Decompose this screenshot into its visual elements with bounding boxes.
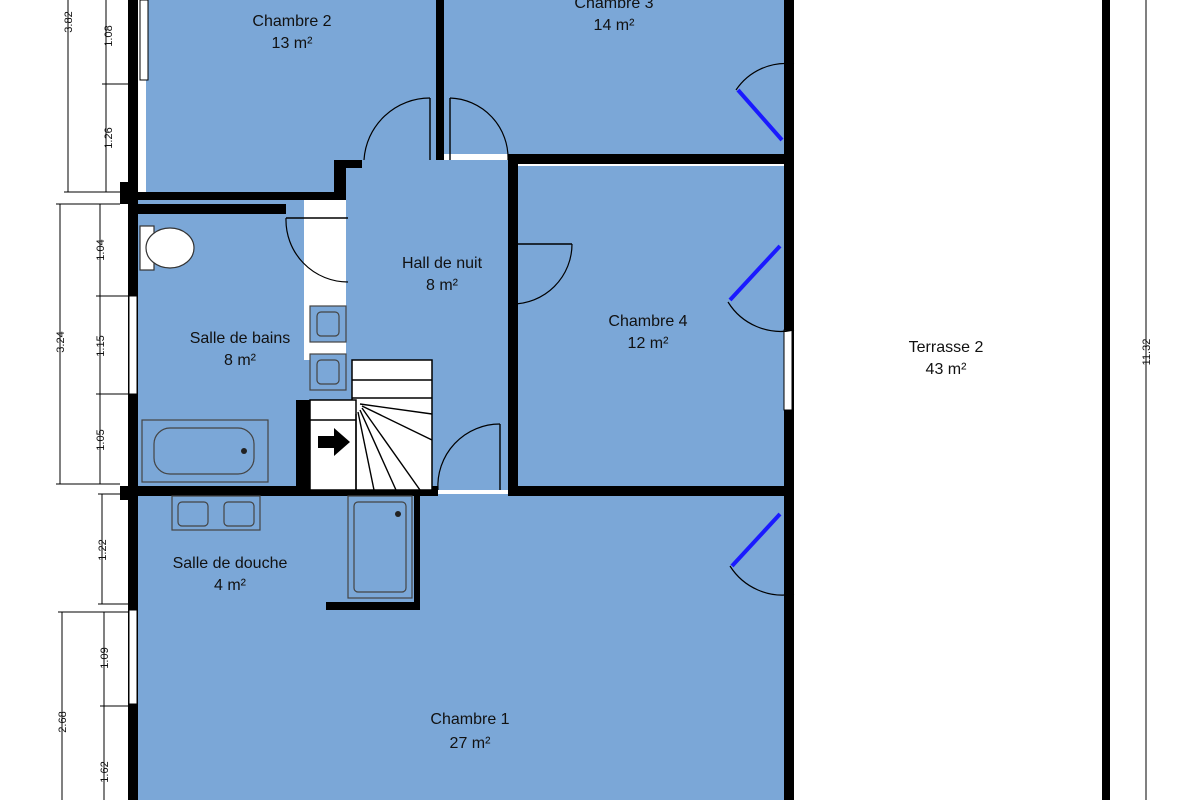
shower-icon [347, 495, 413, 599]
wall-sdd-right [414, 494, 420, 610]
room-fill-chambre-3 [444, 0, 788, 154]
dim-outer-2: 3.24 [55, 331, 67, 352]
dim-outer-1: 3.82 [63, 11, 75, 32]
room-area-salle-de-bains: 8 m² [224, 352, 257, 369]
room-fill-chambre-1 [136, 494, 786, 800]
wall-ch2-bottom [138, 192, 334, 200]
dimension-lines: 3.82 3.24 2.68 1.08 1.26 1.04 1.15 1.05 … [55, 0, 1153, 800]
stair-direction-arrow-icon [318, 428, 350, 456]
sink-icon [309, 305, 347, 391]
room-fills [136, 0, 788, 800]
dim-inner-5: 1.05 [95, 429, 107, 450]
dim-inner-2: 1.26 [103, 127, 115, 148]
wall-sdd-top [138, 486, 438, 496]
wall-ch3-bottom [508, 154, 794, 164]
fixtures [139, 225, 433, 599]
room-name-chambre-1: Chambre 1 [430, 711, 509, 728]
door-leaf-chambre-4 [728, 244, 782, 302]
room-area-salle-de-douche: 4 m² [214, 577, 247, 594]
room-area-chambre-4: 12 m² [628, 335, 670, 352]
room-name-chambre-3: Chambre 3 [574, 0, 653, 12]
room-area-chambre-3: 14 m² [594, 17, 636, 34]
room-name-chambre-2: Chambre 2 [252, 13, 331, 30]
door-leaf-chambre-3 [736, 88, 784, 142]
room-area-hall-de-nuit: 8 m² [426, 277, 459, 294]
wall-left-exterior-jog [120, 182, 138, 204]
room-fill-hall-de-nuit [346, 160, 508, 490]
terrasse-area [1102, 0, 1110, 800]
wall-left-exterior-jog-2 [120, 486, 138, 500]
wall-hall-top-left [334, 160, 362, 168]
dim-inner-4: 1.15 [95, 335, 107, 356]
room-labels: Chambre 2 13 m² Chambre 3 14 m² Hall de … [173, 0, 984, 752]
room-name-salle-de-douche: Salle de douche [173, 555, 288, 572]
dim-inner-6: 1.22 [97, 539, 109, 560]
bathtub-icon [141, 419, 269, 483]
wall-ch4-bottom [508, 486, 794, 496]
wall-sdb-right [296, 400, 304, 494]
room-fill-chambre-4 [518, 166, 784, 488]
room-area-chambre-2: 13 m² [272, 35, 314, 52]
dim-inner-7: 1.09 [99, 647, 111, 668]
double-sink-icon [171, 495, 261, 531]
dim-right: 11.32 [1141, 339, 1153, 366]
windows [128, 0, 793, 705]
dim-inner-8: 1.62 [99, 761, 111, 782]
room-area-chambre-1: 27 m² [450, 735, 492, 752]
dim-outer-3: 2.68 [57, 711, 69, 732]
wall-ch2-ch3 [436, 0, 444, 160]
wall-ch2-bottom-step [334, 160, 346, 200]
wall-hall-ch4 [508, 160, 518, 494]
wall-stair-left [304, 400, 310, 494]
toilet-icon [139, 225, 195, 271]
room-name-terrasse-2: Terrasse 2 [909, 339, 984, 356]
room-name-hall-de-nuit: Hall de nuit [402, 255, 483, 272]
wall-left-exterior [128, 0, 138, 800]
dim-inner-3: 1.04 [95, 239, 107, 260]
room-area-terrasse-2: 43 m² [926, 361, 968, 378]
room-name-chambre-4: Chambre 4 [608, 313, 687, 330]
wall-sdb-top [138, 204, 286, 214]
room-name-salle-de-bains: Salle de bains [190, 330, 291, 347]
dim-inner-1: 1.08 [103, 25, 115, 46]
door-leaf-chambre-1 [730, 512, 782, 568]
wall-sdd-bottom [326, 602, 420, 610]
doors [285, 62, 795, 596]
staircase [309, 359, 433, 491]
